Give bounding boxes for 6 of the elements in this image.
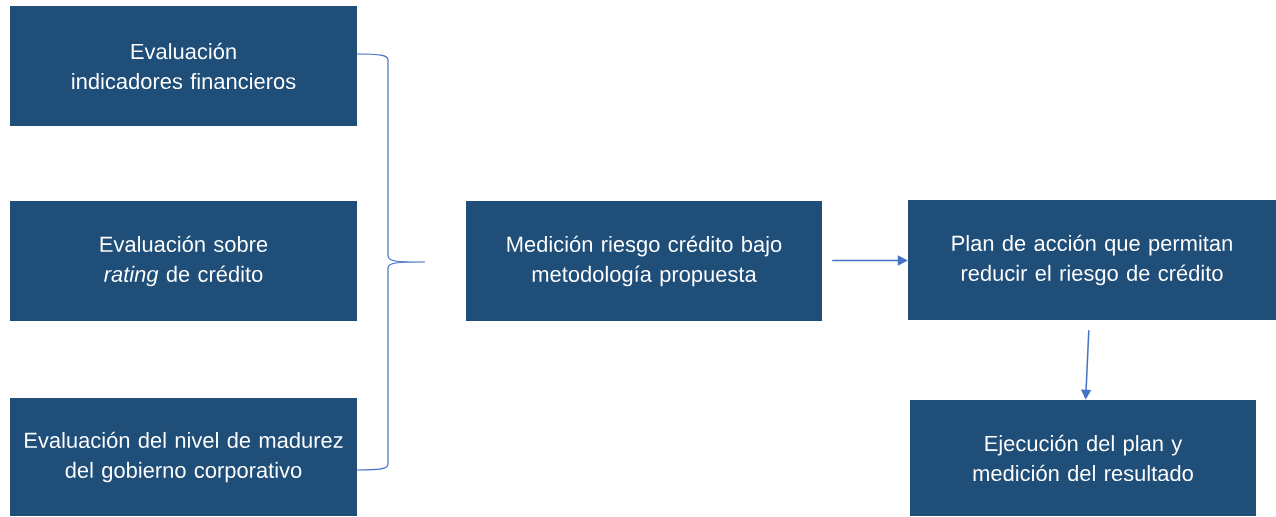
process-box: Ejecución del plan y medición del resultado <box>910 400 1256 516</box>
process-box: Evaluación indicadores financieros <box>10 6 357 126</box>
process-box: Medición riesgo crédito bajo metodología propuesta <box>466 201 822 321</box>
process-box: Evaluación sobre rating de crédito <box>10 201 357 321</box>
process-box: Evaluación del nivel de madurez del gobierno corporativo <box>10 398 357 516</box>
process-box: Plan de acción que permitan reducir el riesgo de crédito <box>908 200 1276 320</box>
